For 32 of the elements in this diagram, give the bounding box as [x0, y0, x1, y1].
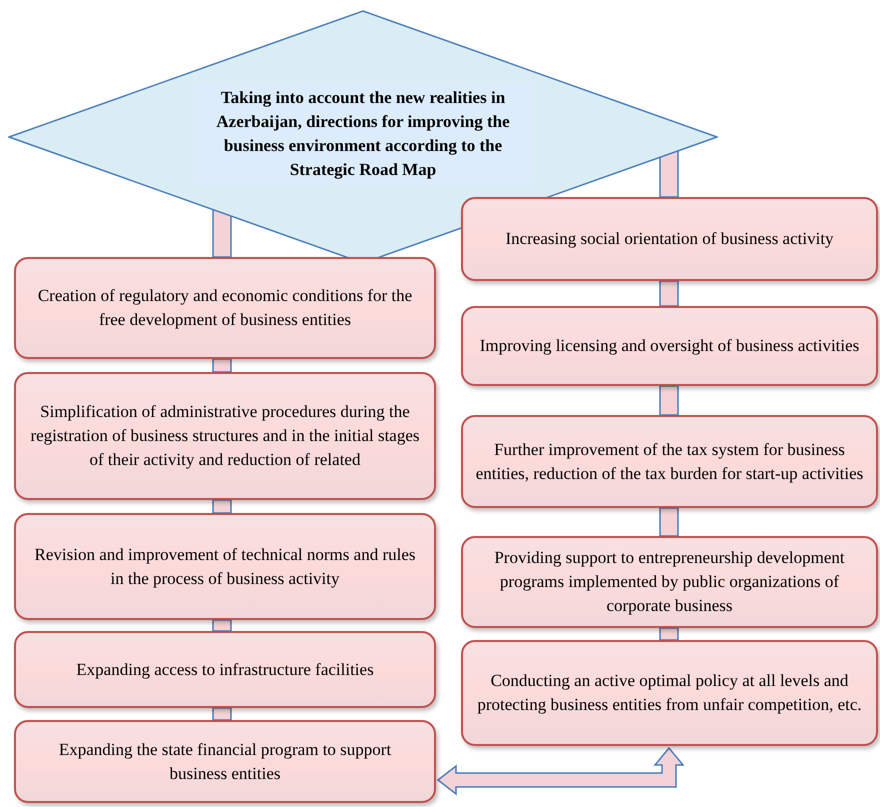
pipe-connector — [212, 619, 232, 632]
double-block-arrow — [436, 746, 685, 796]
pipe-connector — [212, 499, 232, 514]
diamond-heading: Taking into account the new realities in Azerbaijan, directions for improving the business environment according to the Strategic Road Map — [193, 82, 533, 186]
direction-box — [461, 415, 878, 508]
direction-box — [461, 536, 878, 628]
pipe-connector — [659, 280, 679, 307]
box-text: Providing support to entrepreneurship development programs implemented by public organizations of corporate business — [493, 547, 846, 617]
direction-box — [461, 640, 878, 746]
direction-box — [461, 306, 878, 386]
pipe-connector — [659, 627, 679, 641]
pipe-connector — [659, 507, 679, 537]
box-text: Increasing social orientation of business activity — [505, 228, 834, 250]
box-text: Expanding access to infrastructure facilities — [76, 658, 374, 681]
box-text: Creation of regulatory and economic conditions for the free development of business entities — [36, 285, 414, 331]
direction-box — [14, 513, 436, 620]
pipe-connector — [212, 707, 232, 721]
direction-box — [14, 257, 436, 359]
direction-box — [14, 372, 436, 500]
box-text: Simplification of administrative procedures during the registration of business structures and in the initial stages of their activity and reduction of related — [29, 401, 421, 471]
pipe-connector — [659, 385, 679, 416]
direction-box — [461, 197, 878, 281]
box-text: Further improvement of the tax system for business entities, reduction of the tax burden for start-up activities — [475, 438, 864, 485]
box-text: Improving licensing and oversight of business activities — [480, 335, 860, 357]
pipe-connector — [659, 149, 679, 198]
pipe-connector — [212, 358, 232, 373]
box-text: Expanding the state financial program to support business entities — [58, 738, 392, 784]
direction-box — [14, 631, 436, 708]
pipe-connector — [212, 208, 232, 258]
box-text: Conducting an active optimal policy at all levels and protecting business entities from unfair competition, etc. — [476, 670, 863, 716]
direction-box — [14, 720, 436, 803]
box-text: Revision and improvement of technical norms and rules in the process of business activity — [34, 544, 416, 590]
